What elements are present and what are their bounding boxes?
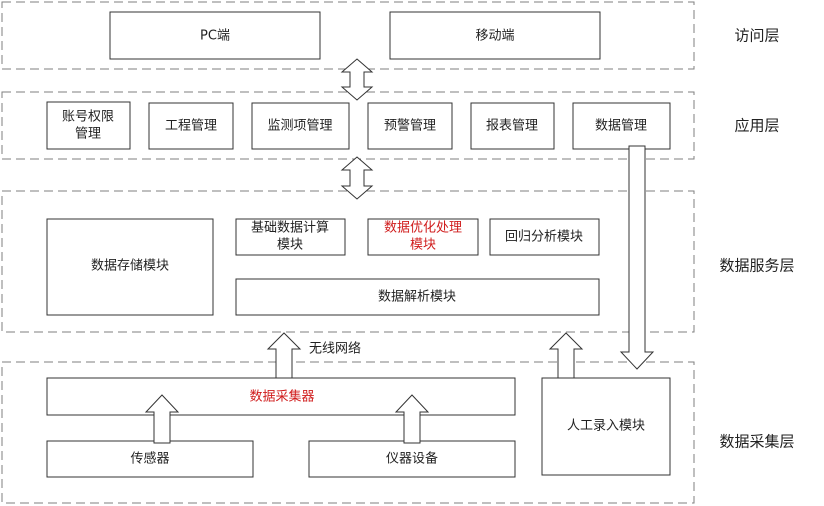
arrow-instrument-up <box>394 394 430 444</box>
double-arrow-application-service <box>340 156 374 200</box>
mobile-client-box <box>389 11 601 60</box>
arrow-data-management-to-manual-entry <box>619 145 655 370</box>
arrow-manual-entry-up <box>548 332 584 382</box>
sensor-box <box>46 440 254 478</box>
pc-client-box <box>109 11 321 60</box>
regression-label: 回归分析模块 <box>505 230 583 245</box>
data-parse-label: 数据解析模块 <box>378 290 456 305</box>
basic-calc-label-line2: 模块 <box>277 238 303 253</box>
project-management-box <box>148 102 234 150</box>
account-permission-box <box>46 101 131 150</box>
pc-client-label: PC端 <box>200 29 230 44</box>
data-service-layer-frame <box>1 190 695 333</box>
warning-management-label: 预警管理 <box>384 118 436 134</box>
account-permission-label-line2: 管理 <box>75 127 101 142</box>
data-management-box <box>572 102 671 150</box>
double-arrow-access-application <box>340 58 374 101</box>
data-storage-label: 数据存储模块 <box>91 259 169 274</box>
arrow-sensor-up <box>144 394 180 444</box>
monitoring-management-box <box>251 102 350 150</box>
data-collector-label: 数据采集器 <box>249 389 314 405</box>
basic-calc-box <box>235 218 346 256</box>
sensor-label: 传感器 <box>130 451 169 467</box>
account-permission-label-line1: 账号权限 <box>62 109 114 125</box>
data-management-label: 数据管理 <box>595 119 647 134</box>
data-storage-box <box>46 218 214 316</box>
instrument-label: 仪器设备 <box>386 451 438 467</box>
monitoring-management-label: 监测项管理 <box>267 119 332 134</box>
basic-calc-label-line1: 基础数据计算 <box>251 221 329 236</box>
mobile-client-label: 移动端 <box>475 29 514 44</box>
layer-label-data-collection: 数据采集层 <box>719 433 794 451</box>
manual-entry-box <box>541 377 671 476</box>
layer-label-access: 访问层 <box>734 27 779 45</box>
data-collector-box <box>46 377 516 416</box>
warning-management-box <box>367 102 453 150</box>
report-management-label: 报表管理 <box>486 119 538 134</box>
arrow-wireless-up <box>266 332 302 380</box>
layer-label-application: 应用层 <box>734 117 779 135</box>
access-layer-frame <box>1 1 695 70</box>
regression-box <box>489 218 600 256</box>
manual-entry-label: 人工录入模块 <box>567 419 645 434</box>
data-parse-box <box>235 278 600 316</box>
data-collection-layer-frame <box>1 361 695 504</box>
report-management-box <box>470 102 555 150</box>
application-layer-frame <box>1 91 695 160</box>
data-optimize-box <box>367 218 479 256</box>
data-optimize-label-line2: 模块 <box>410 238 436 253</box>
layer-label-data-service: 数据服务层 <box>719 257 794 275</box>
instrument-box <box>308 440 516 478</box>
data-optimize-label-line1: 数据优化处理 <box>384 221 462 236</box>
project-management-label: 工程管理 <box>165 119 217 134</box>
wireless-network-label: 无线网络 <box>309 341 361 357</box>
